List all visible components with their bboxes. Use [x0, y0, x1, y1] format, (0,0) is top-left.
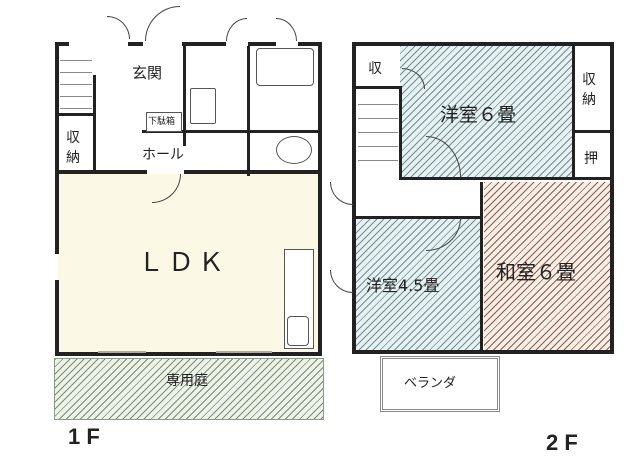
- door[interactable]: [107, 16, 130, 39]
- room-private-garden: [54, 358, 324, 420]
- balcony: [380, 356, 500, 412]
- wall: [247, 46, 250, 176]
- kitchen-sink: [287, 316, 309, 346]
- wall: [55, 42, 59, 254]
- door[interactable]: [226, 18, 247, 41]
- label-storage-2f: 収 納: [582, 72, 596, 108]
- bathtub: [256, 48, 314, 86]
- door[interactable]: [330, 270, 353, 293]
- label-hall: ホール: [142, 147, 184, 163]
- wall: [182, 42, 226, 46]
- wall: [572, 130, 612, 133]
- label-getabako: 下駄箱: [148, 117, 176, 127]
- stairs: [358, 132, 398, 133]
- label-balcony: ベランダ: [404, 376, 457, 391]
- wall: [142, 130, 248, 133]
- kitchen-counter: [284, 249, 314, 349]
- wall: [93, 75, 96, 170]
- stairs: [60, 84, 92, 85]
- stairs: [60, 96, 92, 97]
- wall: [184, 170, 322, 174]
- wall: [399, 86, 402, 180]
- wall: [55, 280, 59, 355]
- stairs: [358, 146, 398, 147]
- door[interactable]: [276, 18, 297, 41]
- label-western-4-5: 洋室4.5畳: [366, 276, 440, 295]
- label-western-6: 洋室６畳: [440, 104, 517, 126]
- wall: [55, 42, 69, 46]
- door[interactable]: [145, 6, 180, 41]
- getabako-box: [146, 112, 182, 132]
- wall: [250, 130, 320, 133]
- label-storage-small: 収: [368, 61, 382, 77]
- label-japanese-6: 和室６畳: [496, 260, 576, 284]
- floor-label-1f: 1 F: [68, 424, 100, 449]
- wall: [183, 46, 186, 146]
- wall: [352, 42, 614, 46]
- door[interactable]: [330, 182, 353, 205]
- window: [98, 351, 146, 353]
- label-oshiire: 押: [584, 151, 598, 167]
- stairs: [60, 108, 92, 109]
- room-japanese-6: [484, 182, 610, 350]
- label-storage-1f: 収 納: [66, 130, 80, 166]
- wall: [298, 42, 322, 46]
- wall: [356, 86, 400, 89]
- wall: [318, 42, 322, 355]
- wall: [352, 42, 356, 354]
- wall: [352, 350, 614, 354]
- toilet: [276, 136, 312, 164]
- wall: [610, 42, 614, 354]
- wall: [480, 182, 483, 352]
- wall: [55, 352, 322, 356]
- wall: [248, 42, 276, 46]
- wall: [356, 216, 480, 219]
- stairs: [60, 72, 92, 73]
- label-genkan: 玄関: [132, 64, 163, 82]
- room-ldk: [58, 174, 320, 352]
- room-western-4-5: [356, 218, 480, 350]
- stairs: [358, 160, 398, 161]
- stairs: [358, 118, 398, 119]
- floor-label-2f: 2 F: [546, 430, 578, 455]
- wall: [55, 170, 147, 174]
- sink: [190, 88, 216, 124]
- wall: [572, 46, 575, 178]
- window: [216, 351, 272, 353]
- stairs: [60, 60, 92, 61]
- stairs: [358, 104, 398, 105]
- label-private-garden: 専用庭: [166, 373, 208, 389]
- wall: [400, 177, 610, 180]
- label-ldk: ＬＤＫ: [138, 248, 229, 278]
- wall: [128, 42, 143, 46]
- wall: [56, 113, 96, 116]
